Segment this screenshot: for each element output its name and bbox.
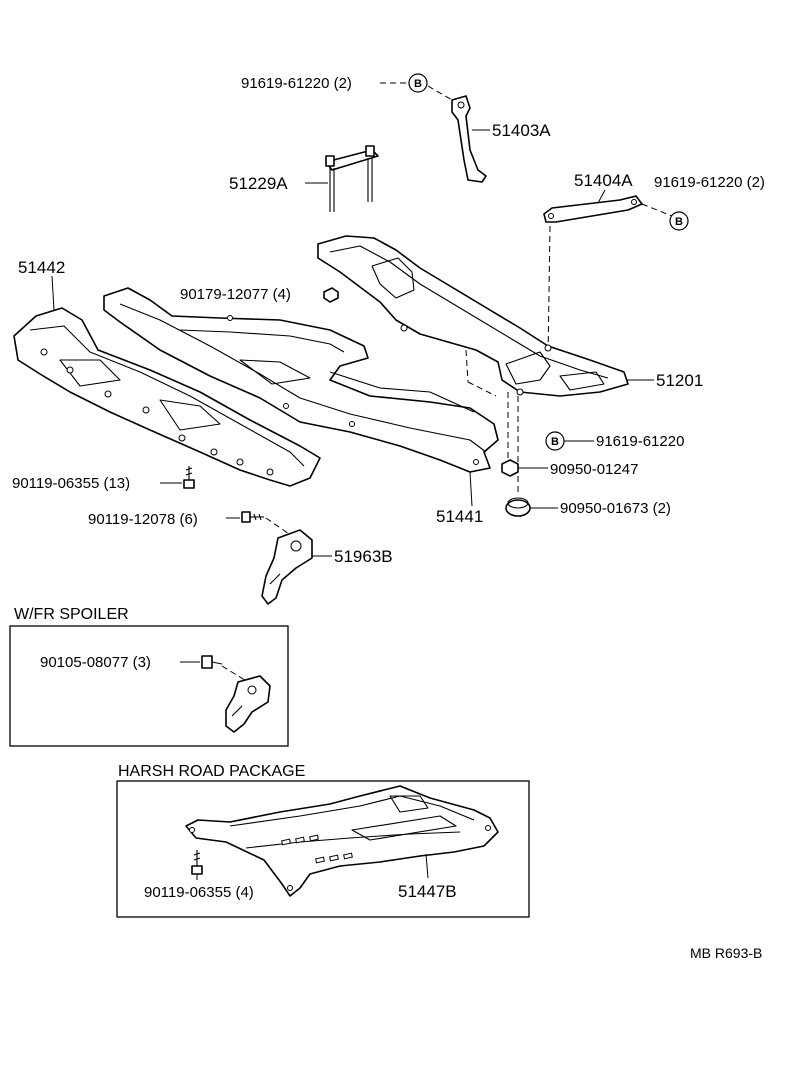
harsh-bolt-90119 bbox=[191, 850, 203, 875]
label-51441: 51441 bbox=[436, 507, 483, 526]
spoiler-bolt-90105 bbox=[201, 655, 223, 669]
label-51229a: 51229A bbox=[229, 174, 288, 193]
label-90950-01247: 90950-01247 bbox=[550, 461, 638, 478]
label-91619-top: 91619-61220 (2) bbox=[241, 75, 352, 92]
label-90950-01673: 90950-01673 (2) bbox=[560, 500, 671, 517]
label-90105: 90105-08077 (3) bbox=[40, 654, 151, 671]
harsh-box bbox=[116, 780, 530, 918]
cover-51441 bbox=[103, 287, 499, 473]
svg-text:B: B bbox=[675, 216, 683, 228]
rod-51404a bbox=[543, 195, 643, 223]
bracket-51963b bbox=[261, 529, 313, 605]
spoiler-bracket bbox=[225, 675, 271, 733]
b-callout-lower: B bbox=[545, 431, 565, 451]
plug-90950-01673 bbox=[505, 497, 531, 517]
label-51404a: 51404A bbox=[574, 171, 633, 190]
bolt-90119-12078 bbox=[241, 511, 264, 523]
label-51201: 51201 bbox=[656, 371, 703, 390]
label-90119-13: 90119-06355 (13) bbox=[12, 475, 130, 492]
label-51963b: 51963B bbox=[334, 547, 393, 566]
b-callout-right: B bbox=[669, 211, 689, 231]
svg-text:B: B bbox=[414, 78, 422, 90]
label-51403a: 51403A bbox=[492, 121, 551, 140]
skid-plate-51447b bbox=[185, 785, 499, 897]
bolt-90119-06355-13 bbox=[183, 466, 195, 489]
b-callout-top: B bbox=[408, 73, 428, 93]
harsh-title: HARSH ROAD PACKAGE bbox=[118, 763, 305, 780]
nut-90179-12077 bbox=[323, 287, 339, 303]
svg-text:B: B bbox=[551, 436, 559, 448]
label-51447b: 51447B bbox=[398, 882, 457, 901]
nut-90950-01247 bbox=[501, 459, 519, 477]
label-51442: 51442 bbox=[18, 258, 65, 277]
crossmember-51201 bbox=[317, 235, 629, 397]
cover-51442 bbox=[13, 307, 321, 487]
spoiler-box bbox=[9, 625, 289, 747]
diagram-code: MB R693-B bbox=[690, 945, 762, 961]
label-91619-single: 91619-61220 bbox=[596, 433, 684, 450]
label-90119-12078: 90119-12078 (6) bbox=[88, 511, 198, 528]
stud-51229a bbox=[325, 145, 379, 212]
label-90179: 90179-12077 (4) bbox=[180, 286, 291, 303]
spoiler-title: W/FR SPOILER bbox=[14, 606, 129, 623]
label-91619-right: 91619-61220 (2) bbox=[654, 174, 765, 191]
label-90119-4: 90119-06355 (4) bbox=[144, 884, 254, 901]
bracket-51403a bbox=[451, 95, 487, 183]
